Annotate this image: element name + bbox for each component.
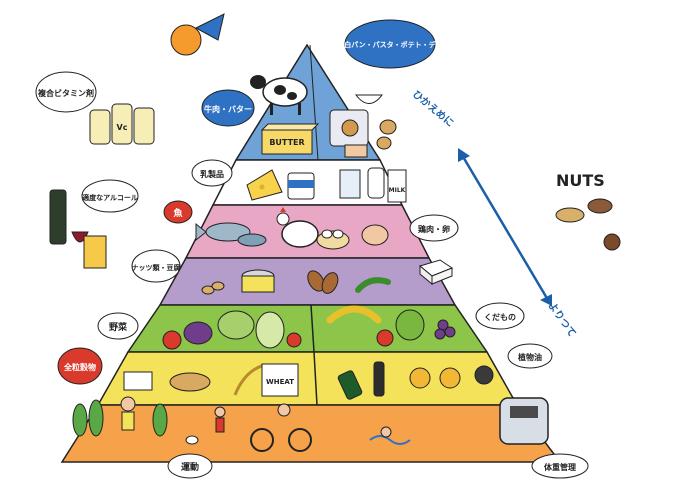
rice-bowl-icon — [354, 94, 384, 104]
vitamin-label: Vc — [117, 123, 128, 132]
tier-vegetables-fruit — [126, 304, 489, 353]
nuts-pile-icon — [201, 281, 225, 295]
tofu-icon — [418, 259, 454, 286]
bubble-vegetables: 野菜 — [97, 312, 139, 340]
butter-box: BUTTER — [260, 123, 320, 155]
less-label: ひかえめに — [410, 88, 456, 129]
milk-bottle-icon — [339, 167, 385, 199]
mascot-icon — [170, 13, 225, 56]
almond-icon — [307, 270, 339, 294]
alcohol-callout: 適度なアルコール — [81, 179, 139, 213]
top-right-label: 白米・白パン・パスタ・ポテト・デザート — [323, 40, 456, 49]
top-left-label: 牛肉・バター — [204, 104, 252, 114]
cheese-icon — [246, 169, 283, 201]
multivitamin-callout: 複合ビタミン剤 — [35, 71, 97, 113]
cow-icon — [250, 75, 308, 115]
walker-dog-icon — [185, 406, 226, 445]
bubble-exercise: 運動 — [167, 453, 213, 479]
chicken-leg-icon — [361, 224, 389, 246]
nuts-side-label: NUTS — [556, 171, 605, 190]
bubble-top-right: 白米・白パン・パスタ・ポテト・デザート — [323, 19, 457, 69]
vegetables-group-icon — [162, 310, 302, 350]
swimmer-icon — [369, 426, 411, 445]
fruit-group-icon — [326, 305, 456, 347]
oil-label: 植物油 — [517, 352, 542, 362]
milk-carton-label: MILK — [389, 187, 406, 194]
egg-basket-icon — [316, 229, 350, 250]
bubble-weight: 体重管理 — [531, 453, 589, 479]
pyramid — [60, 43, 562, 463]
more-label: よりつて — [546, 300, 579, 340]
butter-box-label: BUTTER — [269, 138, 304, 147]
poultry-label: 鶏肉・卵 — [418, 224, 450, 234]
fish-icon — [195, 222, 267, 247]
bubble-oil: 植物油 — [507, 343, 553, 369]
bubble-top-left: 牛肉・バター — [201, 89, 255, 127]
chicken-icon — [276, 207, 319, 248]
runner-icon — [120, 396, 136, 431]
can-icon — [241, 269, 275, 293]
tier-nuts-legumes — [158, 257, 457, 306]
grains-label: 全粒穀物 — [63, 362, 96, 372]
scale-icon — [499, 397, 549, 445]
potato-icon — [376, 119, 397, 150]
bubble-grains: 全粒穀物 — [57, 347, 103, 385]
cake-icon — [344, 144, 368, 158]
vegetables-label: 野菜 — [109, 321, 128, 333]
range-arrow — [458, 148, 552, 306]
alcohol-icon — [49, 189, 107, 269]
nuts-label: ナッツ類・豆腐 — [132, 263, 181, 272]
milk-carton: MILK — [387, 169, 407, 203]
weight-label: 体重管理 — [544, 462, 576, 472]
tier-exercise — [60, 404, 562, 463]
fruit-label: くだもの — [484, 313, 516, 322]
trees-icon — [72, 399, 168, 437]
exercise-label: 運動 — [181, 461, 199, 473]
edamame-icon — [355, 277, 391, 293]
bubble-fish: 魚 — [163, 200, 193, 224]
bubble-fruit: くだもの — [475, 302, 525, 330]
bubble-nuts: ナッツ類・豆腐 — [131, 249, 181, 283]
nuts-side-icon — [555, 198, 621, 251]
grains-group-icon: WHEAT — [123, 363, 299, 397]
yogurt-cup-icon — [287, 172, 315, 200]
alcohol-label: 適度なアルコール — [82, 193, 138, 202]
cyclist-icon — [250, 403, 312, 452]
multivitamin-label: 複合ビタミン剤 — [37, 88, 94, 98]
fish-label: 魚 — [173, 207, 182, 219]
bubble-dairy: 乳製品 — [191, 159, 233, 187]
dairy-label: 乳製品 — [200, 169, 224, 179]
oil-group-icon — [337, 361, 494, 400]
bubble-poultry: 鶏肉・卵 — [409, 214, 459, 242]
bread-bag-icon — [329, 109, 369, 147]
vitamin-bottles-icon: Vc — [89, 103, 155, 145]
wheat-bag-label: WHEAT — [266, 378, 294, 386]
